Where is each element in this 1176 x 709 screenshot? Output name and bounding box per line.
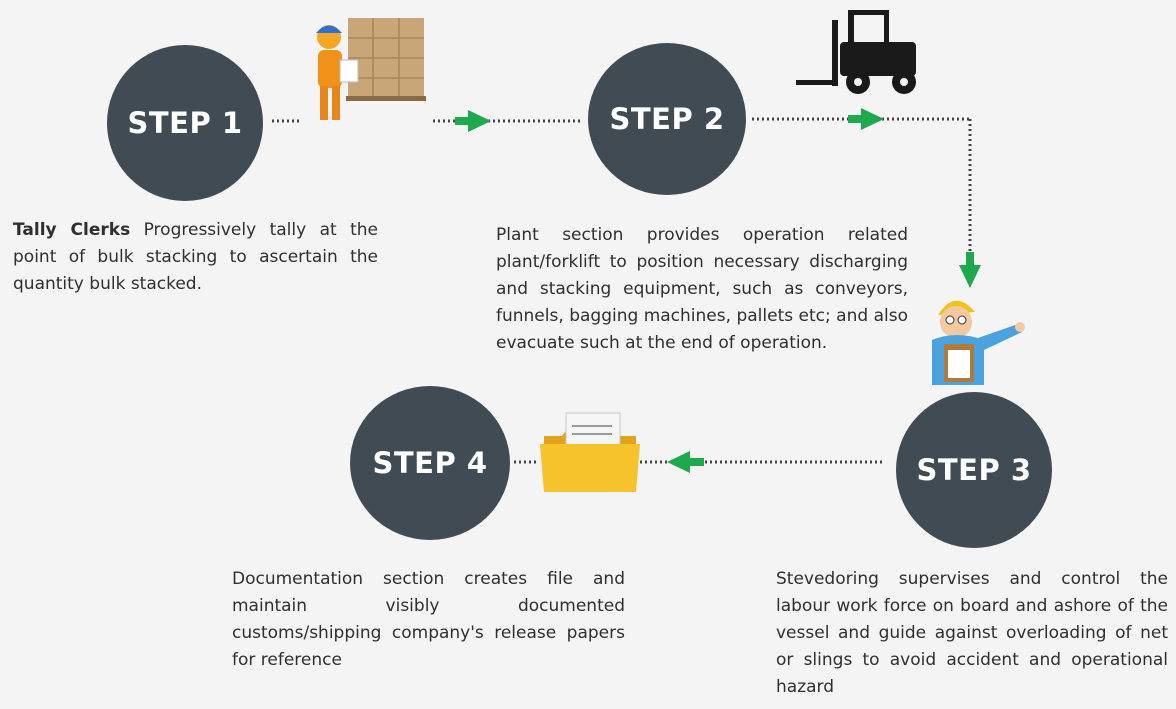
- forklift-icon: [796, 10, 916, 94]
- arrow-3-to-4: [667, 451, 704, 473]
- step-3-label: STEP 3: [916, 453, 1032, 487]
- step-4-description: Documentation section creates file and m…: [232, 569, 625, 670]
- step-2-description: Plant section provides operation related…: [496, 225, 908, 353]
- step-4-label: STEP 4: [372, 446, 488, 480]
- arrow-down-to-3: [959, 252, 981, 288]
- step-3-description: Stevedoring supervises and control the l…: [776, 569, 1168, 697]
- step-4-circle: STEP 4: [350, 386, 510, 540]
- step-2-label: STEP 2: [609, 102, 725, 136]
- step-1-role: Tally Clerks: [13, 220, 131, 240]
- supervisor-pointing-icon: [932, 300, 1025, 385]
- step-2-circle: STEP 2: [588, 43, 746, 195]
- arrow-2-to-3: [848, 108, 884, 130]
- document-folder-icon: [540, 412, 640, 492]
- step-3-circle: STEP 3: [896, 392, 1052, 548]
- step-1-description: Tally Clerks Progressively tally at the …: [13, 217, 378, 298]
- step-1-label: STEP 1: [127, 106, 243, 140]
- worker-with-pallet-icon: [316, 18, 426, 120]
- step-1-text: Progressively tally at the point of bulk…: [13, 220, 378, 294]
- step-1-circle: STEP 1: [107, 45, 263, 201]
- arrow-1-to-2: [455, 110, 491, 132]
